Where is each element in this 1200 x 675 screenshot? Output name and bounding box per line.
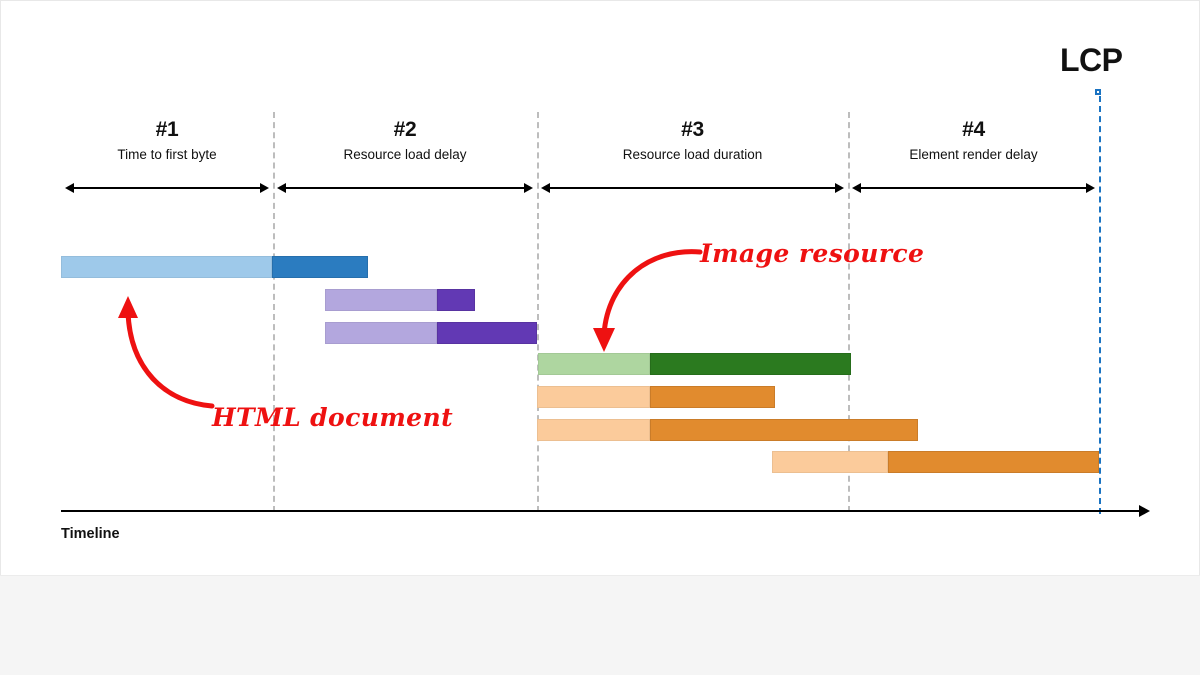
phase-number-3: #3 [681,118,704,141]
phase-number-4: #4 [962,118,985,141]
phase-measure-arrow-4 [852,182,1095,193]
lcp-marker-line [1099,96,1101,514]
phase-number-2: #2 [393,118,417,141]
stylesheet-bar-1-transfer-segment [437,289,475,311]
image-resource-annotation-arrow-icon [593,249,703,352]
phase-name-2: Resource load delay [343,147,467,163]
phase-number-1: #1 [155,118,179,141]
stylesheet-bar-2-wait-segment [325,322,437,344]
phase-divider-3 [848,112,850,512]
script-bar-3 [772,451,1099,473]
stylesheet-bar-2-transfer-segment [437,322,537,344]
stylesheet-bar-1 [325,289,475,311]
stylesheet-bar-2 [325,322,537,344]
script-bar-1-wait-segment [537,386,650,408]
html-document-annotation-label: HTML document [212,403,454,432]
phase-measure-arrow-1 [65,182,269,193]
html-document-annotation-arrow-icon [118,296,215,409]
arrow-shaft [71,187,263,189]
script-bar-2 [537,419,918,441]
canvas-border-top [0,0,1200,1]
arrow-head-right-icon [1086,182,1095,193]
stylesheet-bar-1-wait-segment [325,289,437,311]
lcp-label: LCP [1060,42,1123,78]
script-bar-3-wait-segment [772,451,888,473]
image-resource-annotation-label: Image resource [700,239,925,268]
document-bar-wait-segment [61,256,272,278]
arrow-head-left-icon [277,182,286,193]
script-bar-2-wait-segment [537,419,650,441]
canvas-border-left [0,0,1,675]
image-bar-wait-segment [538,353,650,375]
document-bar-transfer-segment [272,256,368,278]
document-bar [61,256,368,278]
arrow-shaft [547,187,838,189]
timeline-arrow-icon [1139,505,1150,517]
image-bar-transfer-segment [650,353,851,375]
arrow-head-right-icon [524,182,533,193]
script-bar-2-transfer-segment [650,419,918,441]
image-bar [538,353,851,375]
arrow-shaft [283,187,527,189]
phase-name-4: Element render delay [909,147,1038,163]
phase-measure-arrow-2 [277,182,533,193]
arrow-head-left-icon [65,182,74,193]
timeline-axis-line [61,510,1141,512]
phase-divider-1 [273,112,275,512]
arrow-shaft [858,187,1089,189]
legend-band: DocumentStylesheetScriptImage [0,575,1200,675]
timeline-axis-label: Timeline [61,526,120,542]
script-bar-3-transfer-segment [888,451,1099,473]
arrow-head-left-icon [852,182,861,193]
phase-measure-arrow-3 [541,182,844,193]
arrow-head-right-icon [260,182,269,193]
arrow-head-left-icon [541,182,550,193]
lcp-marker-cap-icon [1095,89,1101,95]
phase-divider-2 [537,112,539,512]
script-bar-1 [537,386,775,408]
script-bar-1-transfer-segment [650,386,775,408]
phase-name-1: Time to first byte [117,147,217,163]
arrow-head-right-icon [835,182,844,193]
phase-name-3: Resource load duration [622,147,763,163]
